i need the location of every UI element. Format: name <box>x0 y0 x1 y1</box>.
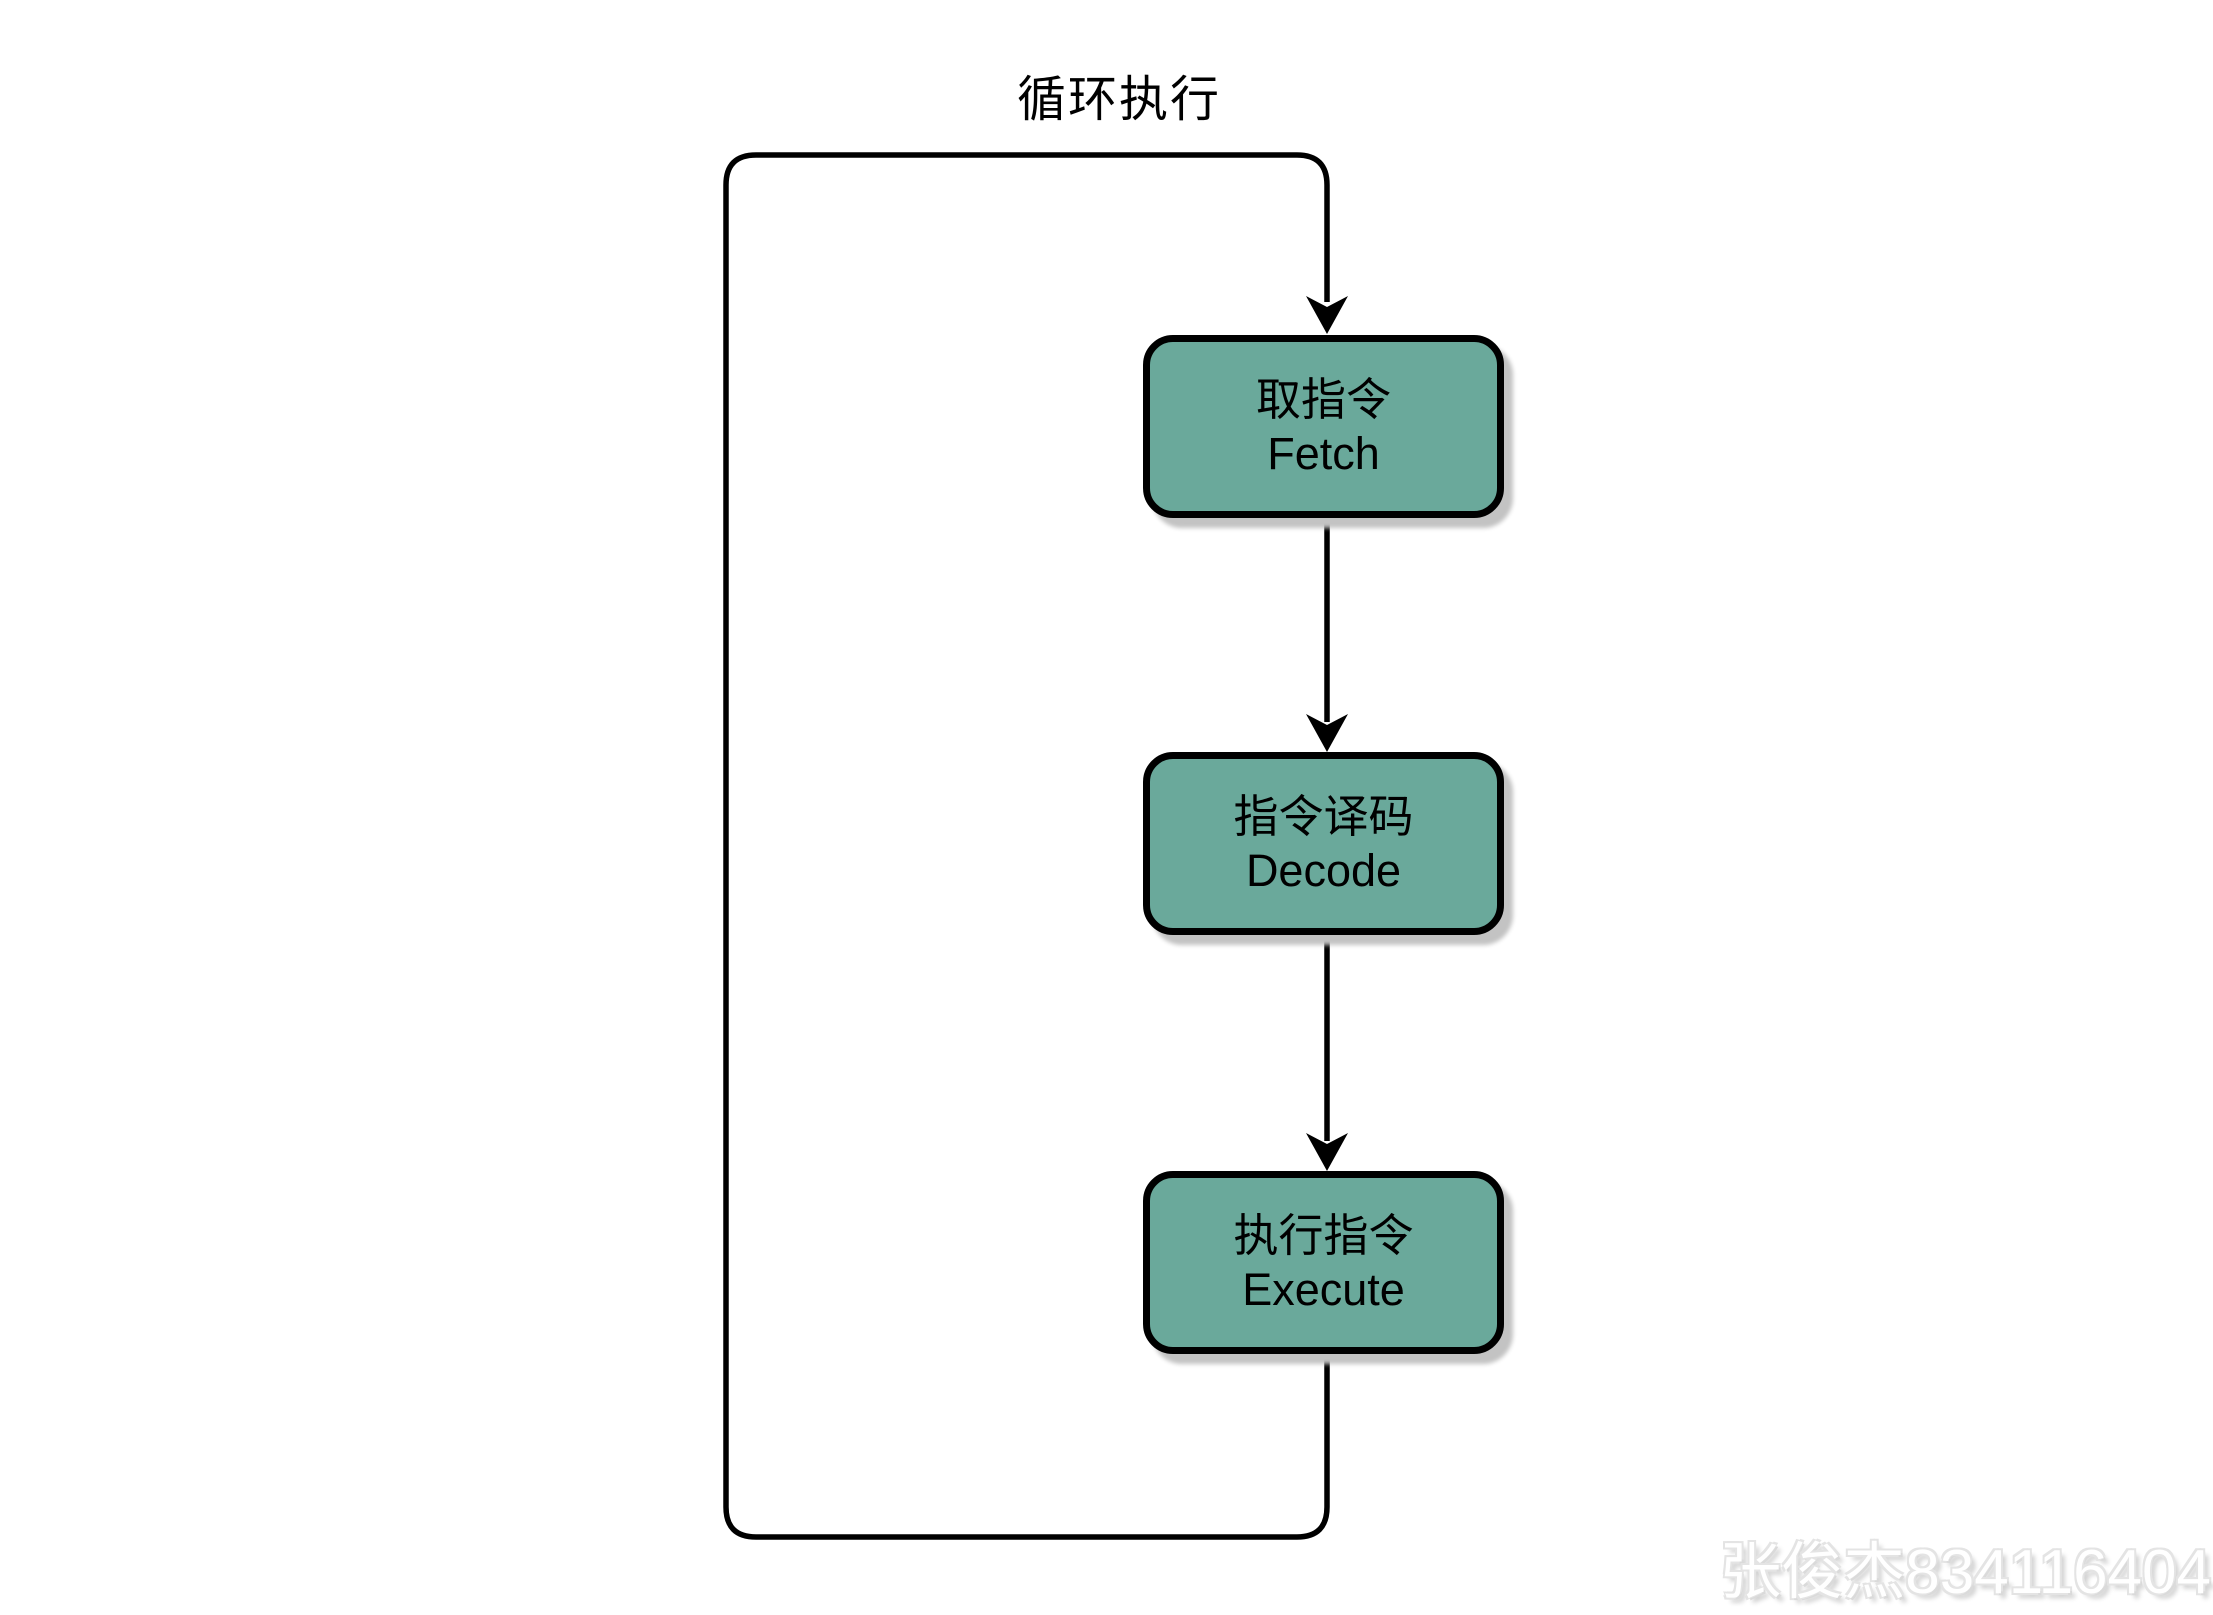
arrowhead-fetch-to-decode <box>1306 714 1348 752</box>
loop-path <box>723 152 1330 1540</box>
node-decode-label-en: Decode <box>1245 844 1402 896</box>
arrowhead-loop-to-fetch <box>1306 296 1348 334</box>
node-decode-label-zh: 指令译码 <box>1233 790 1414 842</box>
node-fetch-label-en: Fetch <box>1267 427 1380 479</box>
arrowhead-decode-to-execute <box>1306 1133 1348 1171</box>
loop-title: 循环执行 <box>1016 73 1221 127</box>
node-execute-label-zh: 执行指令 <box>1233 1209 1414 1261</box>
node-execute-label-en: Execute <box>1242 1263 1405 1315</box>
node-fetch: 取指令 Fetch <box>1143 335 1504 518</box>
node-execute: 执行指令 Execute <box>1143 1171 1504 1354</box>
node-fetch-label-zh: 取指令 <box>1255 373 1391 425</box>
watermark: 张俊杰834116404 <box>1719 1538 2211 1607</box>
node-decode: 指令译码 Decode <box>1143 752 1504 935</box>
